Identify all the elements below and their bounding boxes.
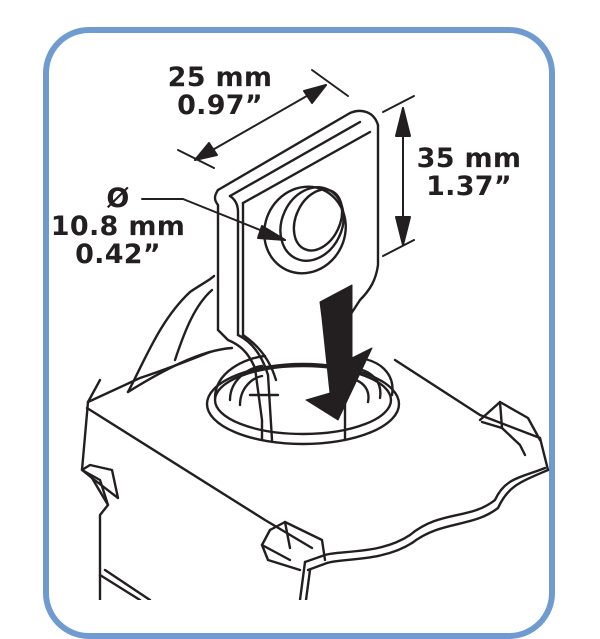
diagram-stage: 25 mm 0.97” 35 mm 1.37” Ø 10.8 mm 0.42”: [43, 27, 555, 639]
hole-metric: 10.8 mm: [50, 211, 186, 242]
width-dimension-line: [177, 69, 349, 169]
sensor-cable: [126, 274, 234, 394]
height-metric: 35 mm: [416, 143, 522, 174]
height-dimension-label: 35 mm 1.37”: [414, 145, 524, 201]
lug-sensor-illustration: [80, 69, 550, 600]
hole-dimension-label: Ø 10.8 mm 0.42”: [50, 185, 186, 269]
width-dimension-label: 25 mm 0.97”: [160, 64, 280, 120]
hole-imperial: 0.42”: [75, 239, 161, 270]
width-imperial: 0.97”: [177, 90, 263, 121]
diameter-symbol: Ø: [106, 183, 130, 214]
hole-leader-line: [141, 198, 286, 241]
ring-terminal-lug: [213, 109, 380, 442]
width-metric: 25 mm: [167, 62, 273, 93]
height-imperial: 1.37”: [426, 171, 512, 202]
insert-arrow-icon: [305, 284, 373, 421]
sensor-housing: [80, 350, 550, 600]
height-dimension-line: [382, 95, 415, 257]
sensor-aperture: [205, 354, 401, 446]
